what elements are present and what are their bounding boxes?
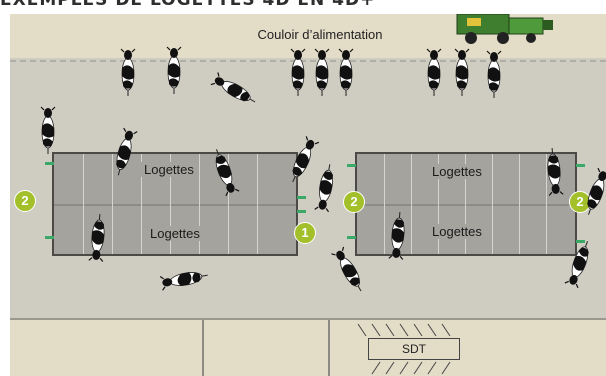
diagram-heading: EXEMPLES DE LOGETTES 4D EN 4D+ (0, 0, 376, 10)
stall-label: Logettes (141, 162, 197, 177)
sdt-hatching (357, 323, 451, 375)
gate (45, 236, 54, 239)
gate (45, 162, 54, 165)
stall-label: Logettes (429, 164, 485, 179)
marker-2: 2 (569, 191, 591, 213)
tractor-icon (456, 14, 553, 44)
gate (297, 210, 306, 213)
gate (576, 240, 585, 243)
gate (576, 164, 585, 167)
stall-label: Logettes (147, 226, 203, 241)
scraper-line (10, 60, 606, 62)
marker-1: 1 (294, 222, 316, 244)
marker-2: 2 (343, 191, 365, 213)
sdt-label: SDT (368, 338, 460, 360)
gate (297, 196, 306, 199)
gate (347, 164, 356, 167)
gate (347, 236, 356, 239)
marker-2: 2 (14, 190, 36, 212)
stall-label: Logettes (429, 224, 485, 239)
bottom-area (10, 318, 606, 376)
barn-layout: Couloir d’alimentation Logettes Logettes… (10, 14, 606, 376)
feeding-corridor-label: Couloir d’alimentation (257, 27, 383, 42)
